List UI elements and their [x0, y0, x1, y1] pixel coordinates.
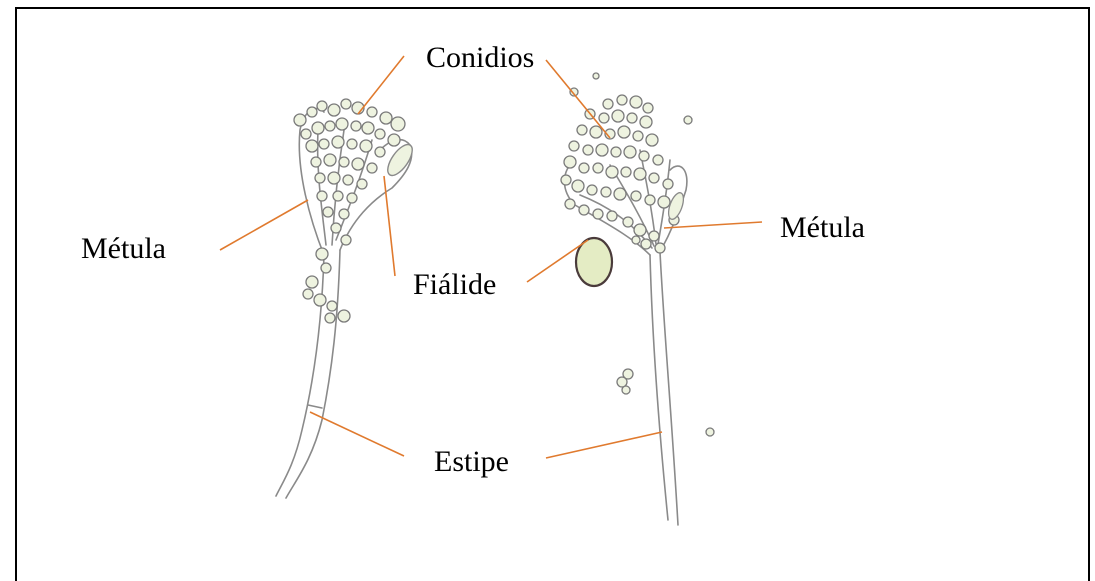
figure-border — [16, 8, 1089, 581]
label-fialide: Fiálide — [413, 268, 496, 301]
label-metula-left: Métula — [81, 232, 166, 265]
label-metula-right: Métula — [780, 211, 865, 244]
label-conidios: Conidios — [426, 41, 534, 74]
label-estipe: Estipe — [434, 445, 509, 478]
